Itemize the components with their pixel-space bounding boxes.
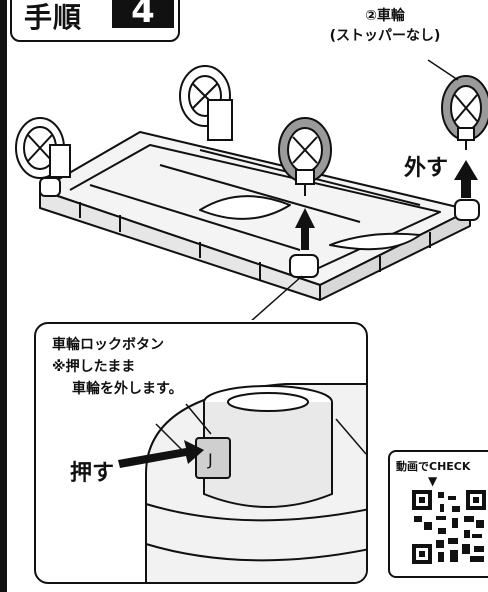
remove-label: 外す (404, 156, 449, 181)
wheel-caption: ②車輪 (ストッパーなし) (300, 6, 470, 46)
step-heading: 手順 4 (10, 0, 180, 42)
wheel-back-left (15, 117, 71, 179)
wheel-back-middle (179, 65, 233, 141)
left-edge-bar (0, 0, 7, 592)
down-triangle-icon: ▼ (428, 474, 438, 488)
wheel-removed-middle (278, 117, 332, 196)
push-arrow (118, 440, 204, 468)
step-number: 4 (112, 0, 174, 28)
wheel-caption-line2: (ストッパーなし) (329, 28, 441, 44)
video-check-box[interactable]: 動画でCHECK ▼ (388, 450, 488, 578)
wheel-removed-right (441, 75, 488, 150)
lock-button-callout: J 車輪ロックボタン ※押したまま 車輪を外します。 (34, 322, 368, 584)
wheel-caption-line1: ②車輪 (365, 8, 405, 24)
closeup-illustration: J (118, 383, 366, 582)
up-arrow-right (454, 160, 478, 198)
callout-line3: 車輪を外します。 (72, 381, 183, 397)
push-label: 押す (70, 461, 115, 486)
video-label: 動画でCHECK (396, 460, 471, 473)
callout-line1: 車輪ロックボタン (52, 337, 164, 353)
cart-illustration (15, 59, 488, 320)
qr-code-icon[interactable] (412, 490, 486, 564)
up-arrow-middle (295, 208, 315, 250)
step-label: 手順 (24, 1, 83, 34)
callout-line2: ※押したまま (52, 359, 136, 375)
svg-text:J: J (207, 450, 213, 469)
callout-text: 車輪ロックボタン ※押したまま 車輪を外します。 (52, 334, 183, 400)
